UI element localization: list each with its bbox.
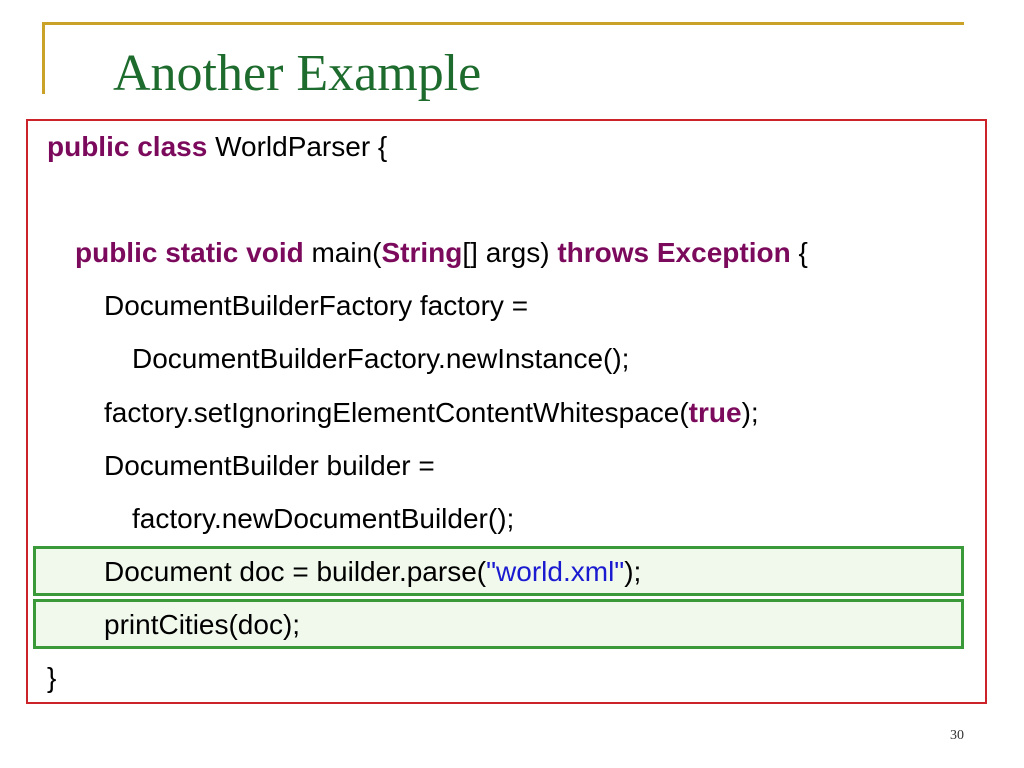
highlight-box-print bbox=[33, 599, 964, 649]
code-text: Document doc = builder.parse( bbox=[104, 556, 487, 587]
code-text: DocumentBuilderFactory factory = bbox=[104, 290, 529, 321]
code-text: factory.newDocumentBuilder(); bbox=[132, 503, 515, 534]
code-keyword: public class bbox=[47, 131, 208, 162]
code-text: factory.setIgnoringElementContentWhitesp… bbox=[104, 397, 689, 428]
code-keyword: throws Exception bbox=[557, 237, 791, 268]
code-box bbox=[26, 119, 987, 704]
code-text: } bbox=[47, 662, 57, 693]
slide-title: Another Example bbox=[113, 45, 482, 102]
code-line-set-whitespace: factory.setIgnoringElementContentWhitesp… bbox=[104, 396, 759, 430]
code-keyword: public static void bbox=[75, 237, 304, 268]
code-text: DocumentBuilderFactory.newInstance(); bbox=[132, 343, 630, 374]
code-text: DocumentBuilder builder = bbox=[104, 450, 435, 481]
code-line-print-cities: printCities(doc); bbox=[104, 608, 300, 642]
title-rule bbox=[42, 22, 964, 25]
code-line-factory-init: DocumentBuilderFactory.newInstance(); bbox=[132, 342, 629, 376]
code-text: printCities(doc); bbox=[104, 609, 301, 640]
code-line-builder-decl: DocumentBuilder builder = bbox=[104, 449, 435, 483]
code-line-parse: Document doc = builder.parse("world.xml"… bbox=[104, 555, 641, 589]
code-text: [] args) bbox=[462, 237, 558, 268]
code-text: ); bbox=[741, 397, 759, 428]
code-line-builder-init: factory.newDocumentBuilder(); bbox=[132, 502, 514, 536]
page-number: 30 bbox=[950, 728, 964, 743]
code-keyword: true bbox=[688, 397, 742, 428]
code-line-class-decl: public class WorldParser { bbox=[47, 130, 387, 164]
code-keyword: String bbox=[381, 237, 463, 268]
code-text: WorldParser { bbox=[207, 131, 388, 162]
highlight-box-parse bbox=[33, 546, 964, 596]
code-line-factory-decl: DocumentBuilderFactory factory = bbox=[104, 289, 528, 323]
code-line-main-decl: public static void main(String[] args) t… bbox=[75, 236, 808, 270]
code-line-close-brace: } bbox=[47, 661, 56, 695]
title-accent-bar bbox=[42, 22, 45, 94]
code-text: ); bbox=[624, 556, 642, 587]
code-text: { bbox=[790, 237, 808, 268]
code-text: main( bbox=[303, 237, 382, 268]
code-string: "world.xml" bbox=[486, 556, 625, 587]
